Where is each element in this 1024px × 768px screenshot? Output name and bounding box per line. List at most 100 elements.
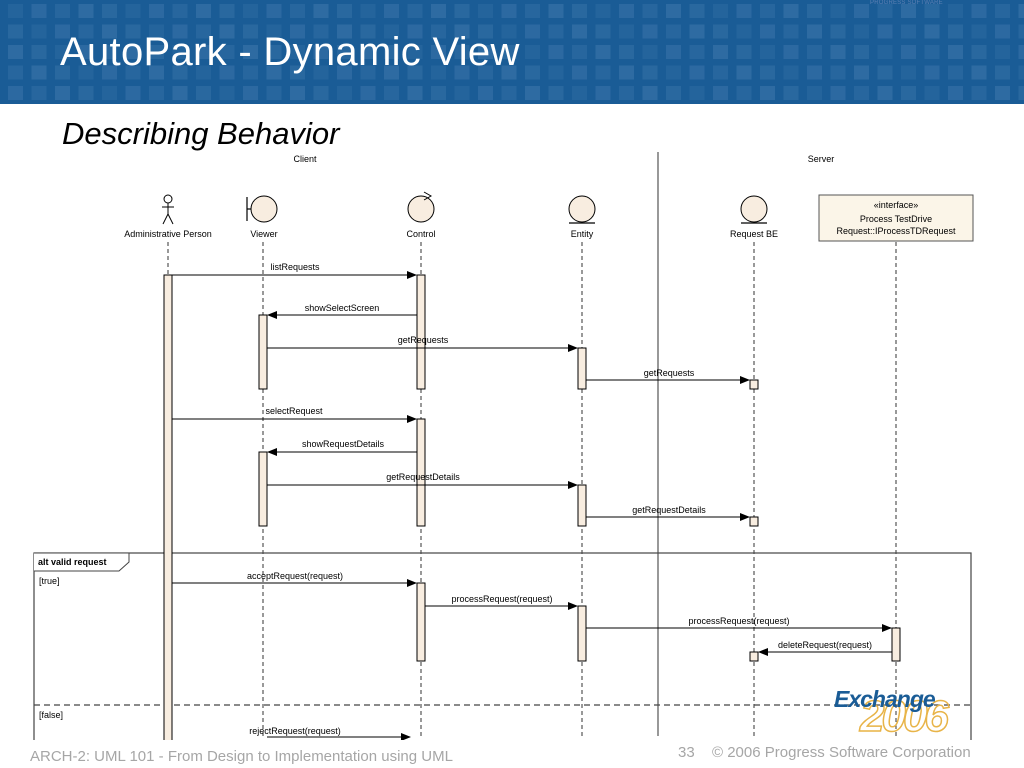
- header-pattern-square: [760, 45, 775, 59]
- guard-true-label: [true]: [39, 576, 60, 586]
- header-pattern-square: [619, 24, 634, 39]
- header-pattern-square: [572, 24, 587, 39]
- alt-operator-label: alt valid request: [38, 557, 107, 567]
- header-pattern-square: [619, 86, 634, 100]
- header-pattern-square: [78, 4, 94, 18]
- header-pattern-square: [266, 24, 282, 39]
- header-pattern-square: [431, 24, 446, 39]
- header-pattern-square: [8, 65, 23, 80]
- header-pattern-square: [478, 45, 493, 59]
- header-pattern-square: [454, 4, 470, 18]
- header-pattern-square: [431, 86, 446, 100]
- header-pattern-square: [924, 86, 940, 100]
- header-pattern-square: [642, 24, 658, 39]
- header-pattern-square: [642, 45, 658, 59]
- header-pattern-square: [313, 65, 329, 80]
- header-pattern-square: [760, 65, 775, 80]
- header-pattern-square: [407, 65, 423, 80]
- header-pattern-square: [830, 65, 846, 80]
- header-pattern-square: [290, 65, 305, 80]
- header-pattern-square: [877, 45, 893, 59]
- entity-icon: [568, 195, 596, 224]
- header-pattern-square: [313, 45, 329, 59]
- activation-control: [416, 418, 426, 527]
- partition-server-label: Server: [808, 154, 835, 164]
- header-pattern-square: [948, 86, 963, 100]
- header-pattern-square: [995, 4, 1010, 18]
- activation-interface: [891, 627, 901, 662]
- header-pattern-square: [313, 86, 329, 100]
- header-pattern-square: [125, 4, 141, 18]
- header-pattern-square: [736, 24, 752, 39]
- header-pattern-square: [31, 45, 47, 59]
- interface-name-line1: Process TestDrive: [860, 214, 932, 224]
- header-pattern-square: [924, 45, 940, 59]
- guard-false-label: [false]: [39, 710, 63, 720]
- header-pattern-square: [877, 65, 893, 80]
- header-pattern-square: [125, 24, 141, 39]
- header-pattern-square: [102, 65, 117, 80]
- header-pattern-square: [736, 45, 752, 59]
- sequence-diagram: Client Server Administrative Person View…: [33, 152, 974, 740]
- header-pattern-square: [501, 65, 517, 80]
- header-pattern-square: [548, 86, 564, 100]
- header-pattern-square: [55, 86, 70, 100]
- lifeline-label-entity: Entity: [571, 229, 594, 239]
- message-label: showRequestDetails: [302, 439, 385, 449]
- header-pattern-square: [431, 65, 446, 80]
- header-pattern-square: [995, 65, 1010, 80]
- header-pattern: [8, 4, 1024, 100]
- header-pattern-square: [149, 4, 164, 18]
- logo-year: 2006: [859, 691, 949, 742]
- header-pattern-square: [337, 24, 352, 39]
- header-pattern-square: [219, 65, 235, 80]
- message-label: listRequests: [270, 262, 320, 272]
- header-pattern-square: [995, 24, 1010, 39]
- header-pattern-square: [854, 4, 869, 18]
- header-pattern-square: [8, 24, 23, 39]
- header-pattern-square: [666, 65, 681, 80]
- header-pattern-square: [266, 65, 282, 80]
- header-pattern-square: [525, 24, 540, 39]
- lifeline-label-admin: Administrative Person: [124, 229, 212, 239]
- header-pattern-square: [172, 86, 188, 100]
- header-pattern-square: [971, 45, 987, 59]
- header-pattern-square: [266, 45, 282, 59]
- header-pattern-square: [501, 45, 517, 59]
- header-pattern-square: [525, 45, 540, 59]
- header-pattern-square: [407, 4, 423, 18]
- header-pattern-square: [149, 65, 164, 80]
- header-pattern-square: [102, 24, 117, 39]
- header-pattern-square: [290, 86, 305, 100]
- header-pattern-square: [830, 24, 846, 39]
- header-pattern-square: [595, 65, 611, 80]
- header-pattern-square: [689, 45, 705, 59]
- message-label: deleteRequest(request): [778, 640, 872, 650]
- header-pattern-square: [760, 24, 775, 39]
- header-pattern-square: [830, 45, 846, 59]
- interface-name-line2: Request::IProcessTDRequest: [836, 226, 956, 236]
- header-pattern-square: [290, 24, 305, 39]
- header-pattern-square: [384, 24, 399, 39]
- slide-title: AutoPark - Dynamic View: [60, 30, 520, 74]
- header-pattern-square: [924, 24, 940, 39]
- header-pattern-square: [31, 4, 47, 18]
- header-pattern-square: [102, 45, 117, 59]
- header-pattern-square: [924, 65, 940, 80]
- header-pattern-square: [384, 65, 399, 80]
- header-pattern-square: [854, 65, 869, 80]
- activation-requestbe: [749, 516, 759, 527]
- header-pattern-square: [478, 24, 493, 39]
- message-label: acceptRequest(request): [247, 571, 343, 581]
- header-pattern-square: [313, 4, 329, 18]
- lifeline-label-control: Control: [406, 229, 435, 239]
- header-pattern-square: [102, 86, 117, 100]
- header-pattern-square: [783, 24, 799, 39]
- header-pattern-square: [619, 4, 634, 18]
- header-pattern-square: [807, 4, 822, 18]
- header-pattern-square: [431, 4, 446, 18]
- header-pattern-square: [548, 45, 564, 59]
- header-pattern-square: [78, 45, 94, 59]
- header-pattern-square: [807, 86, 822, 100]
- header-pattern-square: [8, 86, 23, 100]
